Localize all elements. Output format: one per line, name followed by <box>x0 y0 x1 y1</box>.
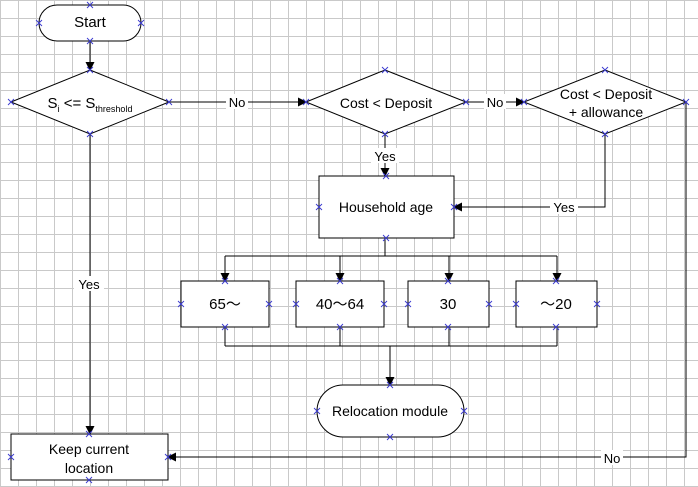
connection-point-marker <box>35 19 43 27</box>
edge-label-allowance-to-household-yes: Yes <box>550 199 578 215</box>
svg-text:No: No <box>229 95 246 110</box>
household-age-node: Household age <box>318 175 455 239</box>
relocation-module-node: Relocation module <box>316 384 465 438</box>
decision-cost-deposit-label: Cost < Deposit <box>340 95 432 111</box>
svg-text:Yes: Yes <box>78 277 100 292</box>
svg-text:No: No <box>604 451 621 466</box>
connection-point-marker <box>86 1 94 9</box>
svg-text:No: No <box>487 95 504 110</box>
decision-allowance-label-line2: + allowance <box>569 104 644 120</box>
connection-point-marker <box>382 234 390 242</box>
connection-point-marker <box>382 172 390 180</box>
connection-point-marker <box>601 130 609 138</box>
connection-point-marker <box>593 300 601 308</box>
connection-point-marker <box>462 98 470 106</box>
connection-point-marker <box>552 277 560 285</box>
age-group-2: 30 <box>407 280 490 328</box>
connection-point-marker <box>7 453 15 461</box>
connection-point-marker <box>601 66 609 74</box>
connection-point-marker <box>7 98 15 106</box>
connection-point-marker <box>444 277 452 285</box>
connection-point-marker <box>313 407 321 415</box>
svg-text:Yes: Yes <box>374 149 396 164</box>
edge-label-s-to-keep-yes: Yes <box>74 276 104 292</box>
start-node: Start <box>38 4 142 42</box>
connection-point-marker <box>137 19 145 27</box>
connection-point-marker <box>386 381 394 389</box>
decision-s-threshold: Si <= Sthreshold <box>9 69 171 135</box>
connection-point-marker <box>381 130 389 138</box>
household-age-label: Household age <box>339 199 433 215</box>
connection-point-marker <box>265 300 273 308</box>
connection-point-marker <box>86 66 94 74</box>
connection-point-marker <box>221 277 229 285</box>
edge-label-cost-to-household-yes: Yes <box>371 148 399 164</box>
start-label: Start <box>74 14 107 31</box>
edge-label-allowance-to-keep-no: No <box>601 450 623 466</box>
connection-point-marker <box>85 476 93 484</box>
svg-text:Yes: Yes <box>553 200 575 215</box>
connection-point-marker <box>302 98 310 106</box>
edge-label-cost-to-allowance-no: No <box>484 94 506 110</box>
keep-location-label-line1: Keep current <box>49 441 129 457</box>
connection-point-marker <box>485 300 493 308</box>
decision-s-threshold-label: Si <= Sthreshold <box>48 95 133 114</box>
connection-point-marker <box>682 98 690 106</box>
keep-location-label-line2: location <box>65 460 113 476</box>
age-group-label: 65～ <box>209 296 241 313</box>
connection-point-marker <box>380 300 388 308</box>
connection-point-marker <box>86 130 94 138</box>
connection-point-marker <box>336 323 344 331</box>
connection-point-marker <box>512 300 520 308</box>
connection-point-marker <box>336 277 344 285</box>
connection-point-marker <box>315 203 323 211</box>
connection-point-marker <box>552 323 560 331</box>
age-group-label: ～20 <box>540 296 572 313</box>
age-group-1: 40～64 <box>295 280 385 328</box>
connection-point-marker <box>381 66 389 74</box>
connection-point-marker <box>85 430 93 438</box>
connection-point-marker <box>177 300 185 308</box>
decision-cost-deposit-allowance: Cost < Deposit + allowance <box>522 69 688 135</box>
connection-point-marker <box>444 323 452 331</box>
decision-cost-deposit: Cost < Deposit <box>304 69 468 135</box>
connection-point-marker <box>164 453 172 461</box>
edge-allowance-to-keep <box>167 102 687 462</box>
relocation-module-label: Relocation module <box>332 403 448 419</box>
connection-point-marker <box>221 323 229 331</box>
connection-point-marker <box>165 98 173 106</box>
connection-point-markers <box>7 1 690 484</box>
edge-labels: No No Yes Yes Yes No <box>74 94 623 466</box>
edge-label-s-to-cost-no: No <box>226 94 248 110</box>
connection-point-marker <box>520 98 528 106</box>
keep-location-node: Keep current location <box>10 433 169 481</box>
connection-point-marker <box>386 433 394 441</box>
connection-point-marker <box>450 203 458 211</box>
age-group-0: 65～ <box>180 280 270 328</box>
age-group-label: 30 <box>440 296 457 313</box>
connection-point-marker <box>86 37 94 45</box>
decision-allowance-label-line1: Cost < Deposit <box>560 86 652 102</box>
edge-allowance-to-household <box>453 134 606 212</box>
age-group-3: ～20 <box>515 280 598 328</box>
connection-point-marker <box>404 300 412 308</box>
connection-point-marker <box>292 300 300 308</box>
connection-point-marker <box>460 407 468 415</box>
age-group-label: 40～64 <box>316 296 364 313</box>
